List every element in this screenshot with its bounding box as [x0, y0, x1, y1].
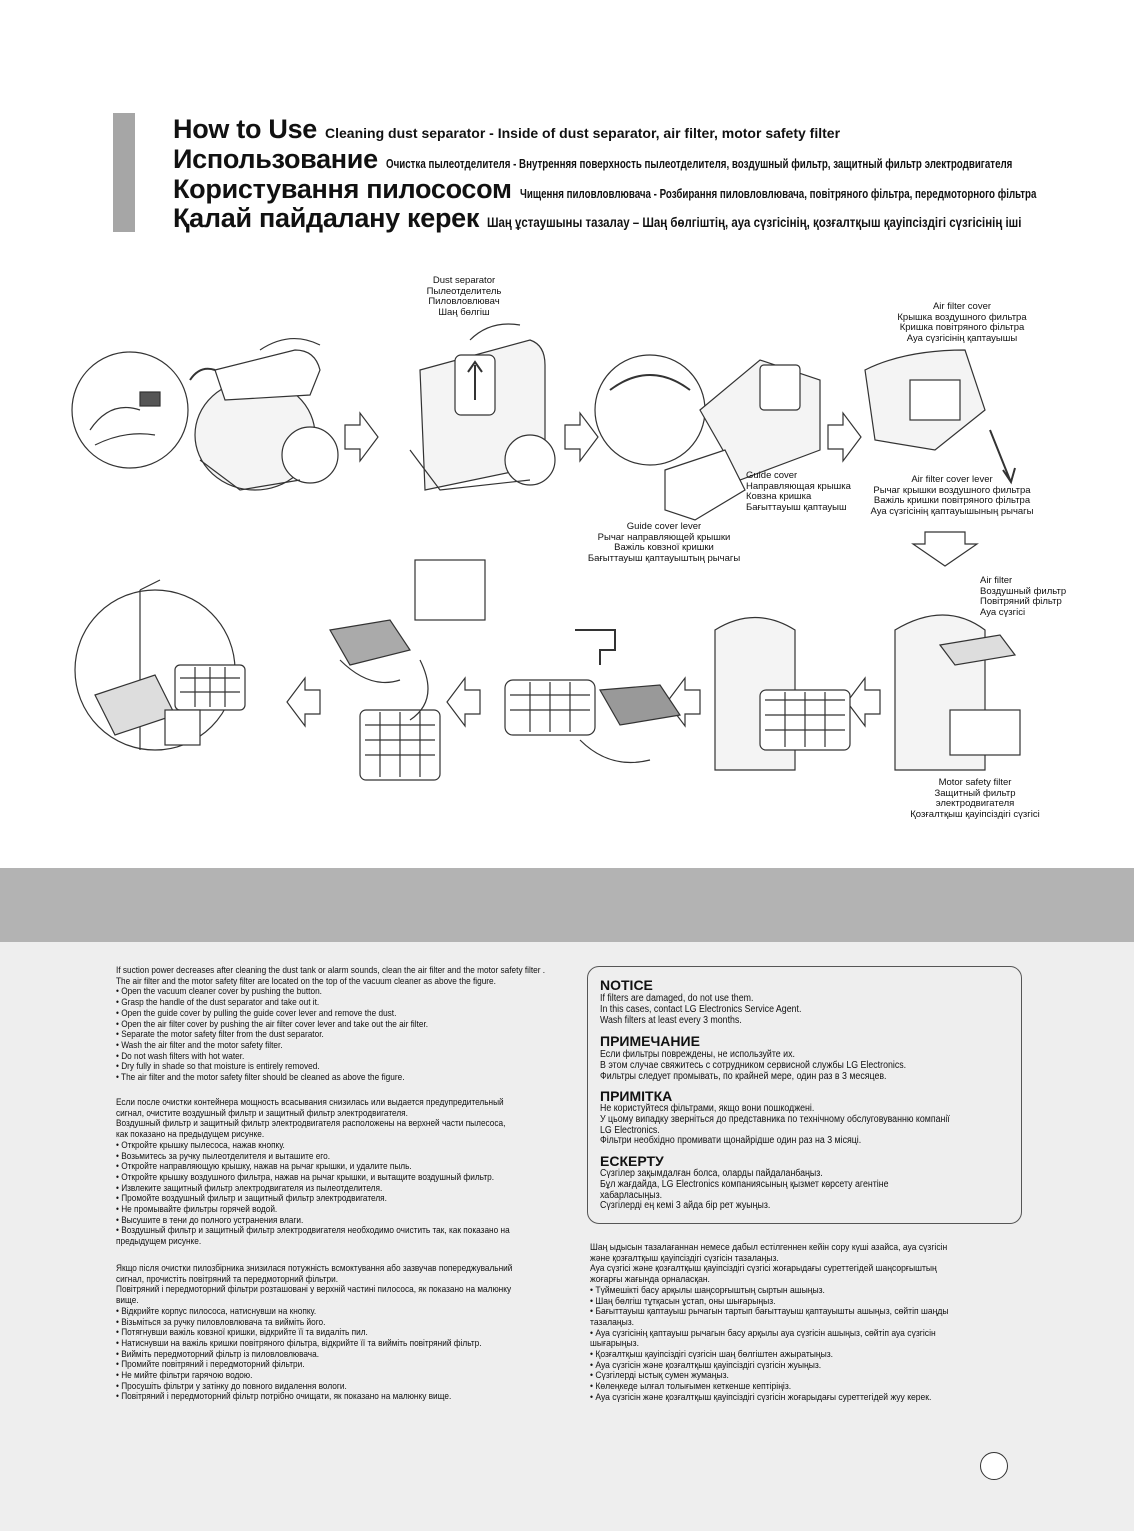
title-kk: Қалай пайдалану керек Шаң ұстаушыны таза…: [173, 203, 1116, 234]
caption-motor-safety-filter: Motor safety filter Защитный фильтр элек…: [910, 777, 1040, 820]
title-en-sub: Cleaning dust separator - Inside of dust…: [325, 125, 841, 141]
arrow-left-4: [286, 676, 321, 728]
title-ru-sub: Очистка пылеотделителя - Внутренняя пове…: [385, 157, 1013, 171]
caption-air-filter-cover: Air filter cover Крышка воздушного фильт…: [897, 301, 1027, 344]
notice-title-en: NOTICE: [600, 977, 653, 993]
arrow-down: [911, 531, 979, 567]
caption-air-filter: Air filter Воздушный фильтр Повітряний ф…: [980, 575, 1067, 618]
title-uk-main: Користування пилососом: [173, 174, 512, 204]
title-en-main: How to Use: [173, 114, 318, 144]
notice-text-en: If filters are damaged, do not use them.…: [600, 993, 802, 1026]
step2-remove-dust-separator-image: [409, 323, 556, 491]
caption-guide-cover-lever: Guide cover lever Рычаг направляющей кры…: [587, 521, 741, 564]
arrow-right-1: [344, 411, 379, 463]
arrow-left-3: [446, 676, 481, 728]
notice-title-kk: ЕСКЕРТУ: [600, 1153, 664, 1169]
title-kk-sub: Шаң ұстаушыны тазалау – Шаң бөлгіштің, а…: [487, 215, 1022, 230]
step8-rinse-filters-image: [329, 559, 486, 781]
arrow-left-1: [846, 676, 881, 728]
notice-text-ru: Если фильтры повреждены, не используйте …: [600, 1049, 907, 1082]
instructions-uk: Якщо після очистки пилозбірника знизилас…: [116, 1263, 513, 1403]
notice-title-uk: ПРИМІТКА: [600, 1088, 673, 1104]
title-en: How to Use Cleaning dust separator - Ins…: [173, 114, 840, 145]
caption-air-filter-cover-lever: Air filter cover lever Рычаг крышки возд…: [870, 474, 1034, 517]
notice-text-kk: Сүзгілер зақымдалған болса, оларды пайда…: [600, 1168, 889, 1212]
title-ru-main: Использование: [173, 144, 378, 174]
title-uk: Користування пилососом Чищення пиловловл…: [173, 174, 1134, 205]
step4-open-air-filter-cover-image: [864, 349, 1016, 485]
step9-dry-in-shade-image: [74, 579, 246, 751]
instructions-kk: Шаң ыдысын тазалағаннан немесе дабыл ест…: [590, 1242, 949, 1403]
step6-remove-motor-filter-image: [714, 616, 851, 771]
arrow-right-2: [564, 411, 599, 463]
step5-remove-air-filter-image: [894, 614, 1021, 771]
caption-dust-separator: Dust separator Пылеотделитель Пиловловлю…: [426, 275, 502, 318]
arrow-right-3: [827, 411, 862, 463]
cleaning-steps-illustration: Dust separator Пылеотделитель Пиловловлю…: [0, 260, 1134, 830]
step3-open-guide-cover-image: [594, 354, 821, 521]
instructions-en: If suction power decreases after cleanin…: [116, 965, 546, 1084]
step7-wash-filters-image: [504, 629, 682, 764]
header-accent-bar: [113, 113, 135, 232]
title-kk-main: Қалай пайдалану керек: [173, 203, 480, 233]
notice-title-ru: ПРИМЕЧАНИЕ: [600, 1033, 700, 1049]
page-number-circle: [980, 1452, 1008, 1480]
notice-box: NOTICE If filters are damaged, do not us…: [587, 966, 1022, 1224]
title-ru: Использование Очистка пылеотделителя - В…: [173, 144, 1134, 175]
steps-drawing: [71, 323, 1021, 781]
instructions-ru: Если после очистки контейнера мощность в…: [116, 1097, 510, 1248]
notice-text-uk: Не користуйтеся фільтрами, якщо вони пош…: [600, 1103, 950, 1147]
title-uk-sub: Чищення пиловловлювача - Розбирання пило…: [519, 187, 1037, 201]
section-divider-band: [0, 868, 1134, 942]
step1-open-cover-image: [71, 337, 339, 491]
caption-guide-cover: Guide cover Направляющая крышка Ковзна к…: [746, 470, 851, 513]
